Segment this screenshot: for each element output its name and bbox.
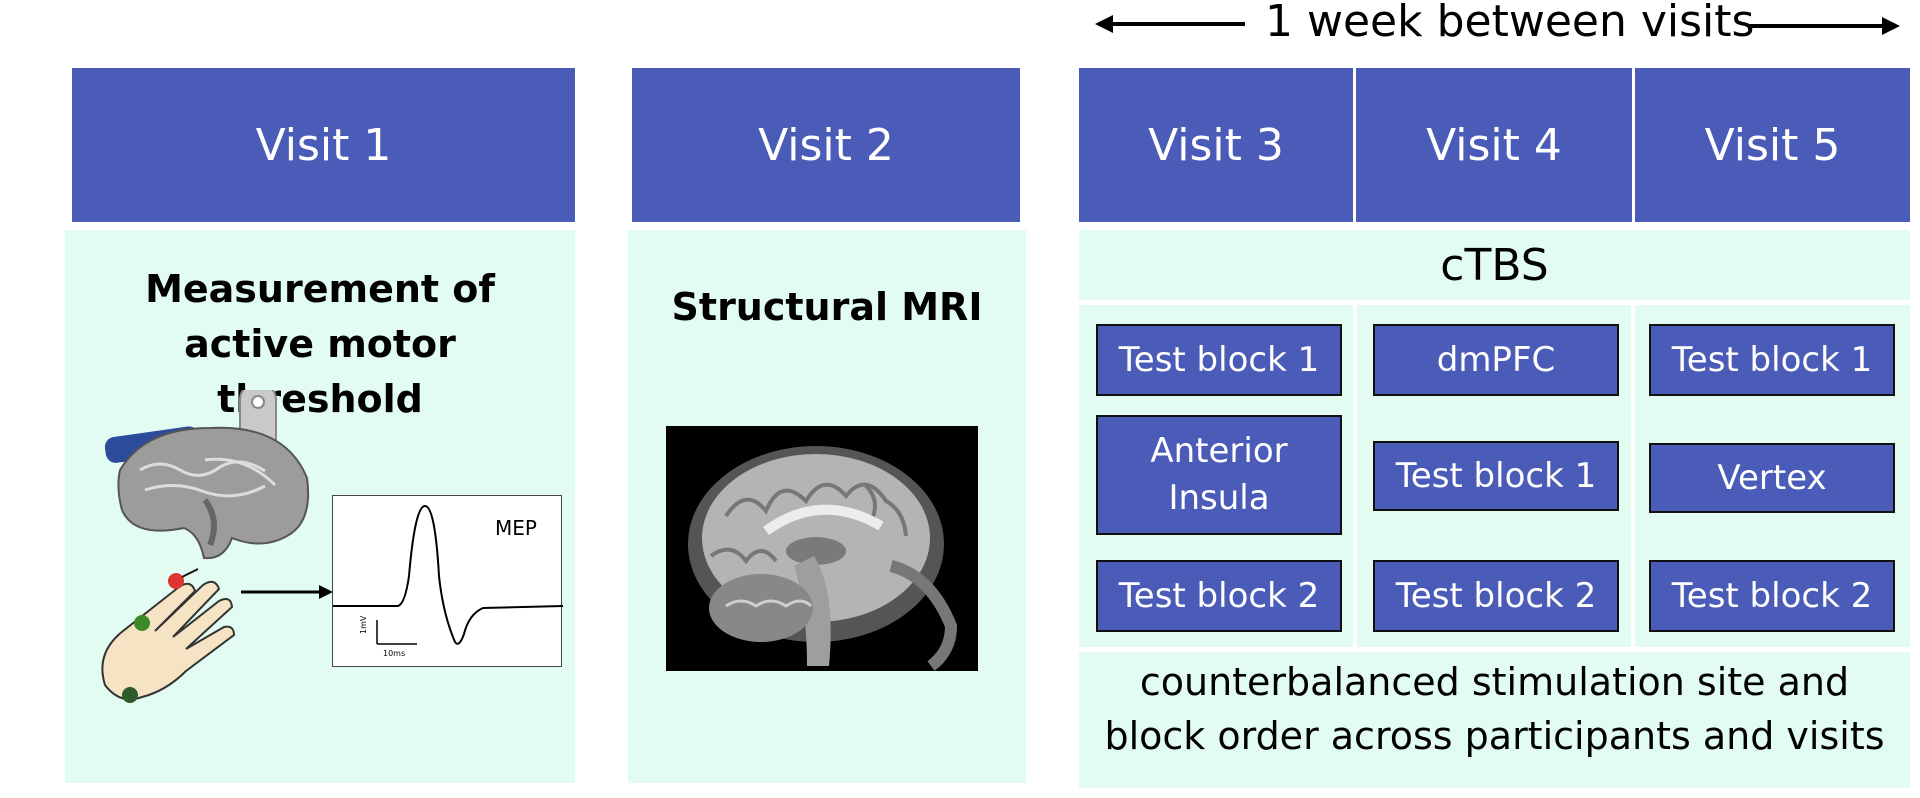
scale-voltage-label: 1mV: [359, 615, 368, 634]
visit-5-header: Visit 5: [1635, 68, 1910, 222]
visit-4-header: Visit 4: [1356, 68, 1632, 222]
visit-5-block-2: Vertex: [1649, 443, 1895, 513]
divider: [1079, 647, 1910, 652]
divider: [1079, 300, 1910, 305]
visit-1-title: Measurement of active motor threshold: [145, 267, 495, 421]
mep-plot: MEP 1mV 10ms: [332, 495, 563, 667]
visit-4-block-3: Test block 2: [1373, 560, 1619, 632]
counterbalance-note: counterbalanced stimulation site and blo…: [1104, 660, 1885, 758]
visit-3-header: Visit 3: [1079, 68, 1353, 222]
divider: [1353, 305, 1357, 647]
mep-label: MEP: [495, 516, 537, 540]
mep-waveform-icon: [333, 504, 563, 645]
visit-3-block-1: Test block 1: [1096, 324, 1342, 396]
visit-1-panel: Measurement of active motor threshold ME…: [65, 230, 575, 783]
arrow-lines-icon: [1095, 15, 1900, 35]
hand-electrodes-icon: [101, 568, 236, 703]
scale-time-label: 10ms: [383, 649, 406, 658]
visit-5-block-1: Test block 1: [1649, 324, 1895, 396]
visit-4-block-2: Test block 1: [1373, 441, 1619, 511]
mri-image: [666, 426, 978, 671]
divider: [1631, 305, 1635, 647]
visit-2-header: Visit 2: [632, 68, 1020, 222]
visit-3-block-3: Test block 2: [1096, 560, 1342, 632]
visit-2-panel: Structural MRI: [628, 230, 1026, 783]
visit-5-block-3: Test block 2: [1649, 560, 1895, 632]
visit-1-header: Visit 1: [72, 68, 575, 222]
brain-mri-icon: [688, 446, 958, 671]
visit-3-block-2: Anterior Insula: [1096, 415, 1342, 535]
ctbs-label: cTBS: [1440, 239, 1549, 291]
between-visits-arrow: 1 week between visits: [1095, 0, 1905, 50]
between-visits-label: 1 week between visits: [1265, 0, 1755, 47]
visit-4-block-1: dmPFC: [1373, 324, 1619, 396]
visit-2-title: Structural MRI: [671, 285, 983, 329]
arrow-right-icon: [241, 585, 333, 599]
visits-3-5-panel: cTBS Test block 1 Anterior Insula Test b…: [1079, 230, 1910, 788]
brain-coil-icon: [104, 390, 310, 560]
